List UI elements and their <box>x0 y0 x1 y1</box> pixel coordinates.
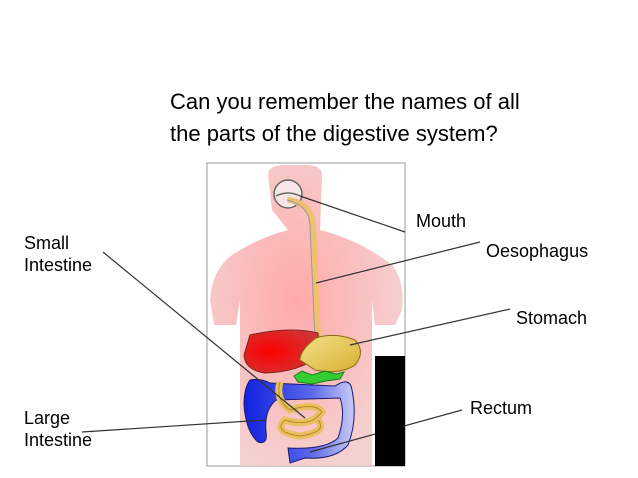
label-mouth: Mouth <box>416 211 467 231</box>
label-large-intestine-line-2: Intestine <box>24 430 93 450</box>
label-small-intestine-line-2: Intestine <box>24 255 93 275</box>
pointer-line-small-intestine <box>102 251 306 419</box>
liver <box>243 329 321 374</box>
label-small-intestine-line-1: Small <box>24 233 70 253</box>
label-stomach: Stomach <box>516 308 588 328</box>
large-intestine <box>243 378 355 464</box>
label-large-intestine-line-1: Large <box>24 408 71 428</box>
question-line-1: Can you remember the names of all <box>170 89 520 114</box>
black-bar <box>375 356 405 466</box>
pancreas <box>293 370 346 385</box>
question-line-2: the parts of the digestive system? <box>170 121 498 146</box>
oesophagus <box>287 197 321 343</box>
pointer-line-stomach <box>349 308 511 346</box>
label-small-intestine: Small Intestine <box>24 232 92 276</box>
pointer-line-large-intestine <box>81 419 266 433</box>
small-intestine <box>275 381 327 440</box>
question-title: Can you remember the names of all the pa… <box>170 86 600 150</box>
label-rectum: Rectum <box>470 398 533 418</box>
label-large-intestine: Large Intestine <box>24 407 92 451</box>
stomach <box>299 334 361 373</box>
pointer-line-oesophagus <box>315 241 481 284</box>
pointer-line-mouth <box>299 195 406 233</box>
label-oesophagus: Oesophagus <box>486 241 589 261</box>
